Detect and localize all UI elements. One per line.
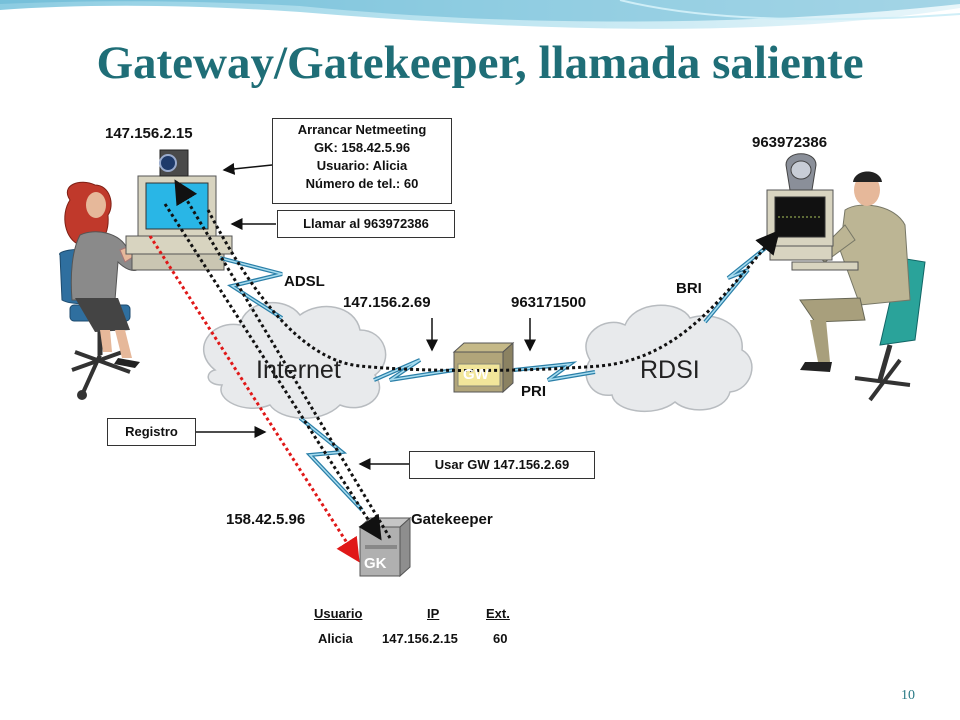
startup-line: GK: 158.42.5.96 — [313, 140, 411, 155]
bri-label: BRI — [676, 280, 702, 297]
table-header-ip: IP — [427, 606, 440, 621]
call-path — [206, 209, 780, 372]
startup-info-box: Arrancar Netmeeting GK: 158.42.5.96 Usua… — [272, 118, 452, 204]
table-cell-usuario: Alicia — [318, 631, 353, 646]
registration-table: Usuario IP Ext. Alicia 147.156.2.15 60 — [312, 606, 532, 646]
remote-number-label: 963972386 — [752, 134, 828, 151]
table-header-usuario: Usuario — [314, 606, 363, 621]
page-number: 10 — [901, 688, 915, 703]
table-cell-ext: 60 — [493, 631, 508, 646]
gatekeeper-label: Gatekeeper — [411, 511, 493, 528]
gk-query-paths — [163, 179, 392, 541]
local-pc — [125, 149, 233, 271]
pri-label: PRI — [521, 383, 547, 400]
remote-user-figure — [799, 171, 926, 402]
gw-ip-label: 147.156.2.69 — [343, 294, 431, 311]
startup-line: Número de tel.: 60 — [305, 176, 419, 191]
callout-arrows — [196, 162, 536, 470]
gateway-device — [452, 341, 515, 394]
slide-title: Gateway/Gatekeeper, llamada saliente — [96, 37, 864, 89]
table-header-ext: Ext. — [486, 606, 510, 621]
adsl-label: ADSL — [284, 273, 325, 290]
gk-ip-label: 158.42.5.96 — [226, 511, 306, 528]
internet-label: Internet — [256, 356, 341, 384]
rdsi-label: RDSI — [640, 356, 700, 384]
rdsi-cloud — [585, 304, 753, 413]
startup-line: Usuario: Alicia — [316, 158, 408, 173]
table-cell-ip: 147.156.2.15 — [382, 631, 458, 646]
gw-number-label: 963171500 — [511, 294, 587, 311]
registro-path — [148, 235, 360, 563]
remote-pc — [766, 153, 859, 271]
registro-box: Registro — [107, 418, 196, 446]
call-box: Llamar al 963972386 — [277, 210, 455, 238]
pc-ip-label: 147.156.2.15 — [105, 125, 193, 142]
startup-line: Arrancar Netmeeting — [297, 122, 427, 137]
gw-device-label: GW — [463, 366, 489, 383]
gk-device-label: GK — [364, 555, 387, 572]
use-gw-box: Usar GW 147.156.2.69 — [409, 451, 595, 479]
